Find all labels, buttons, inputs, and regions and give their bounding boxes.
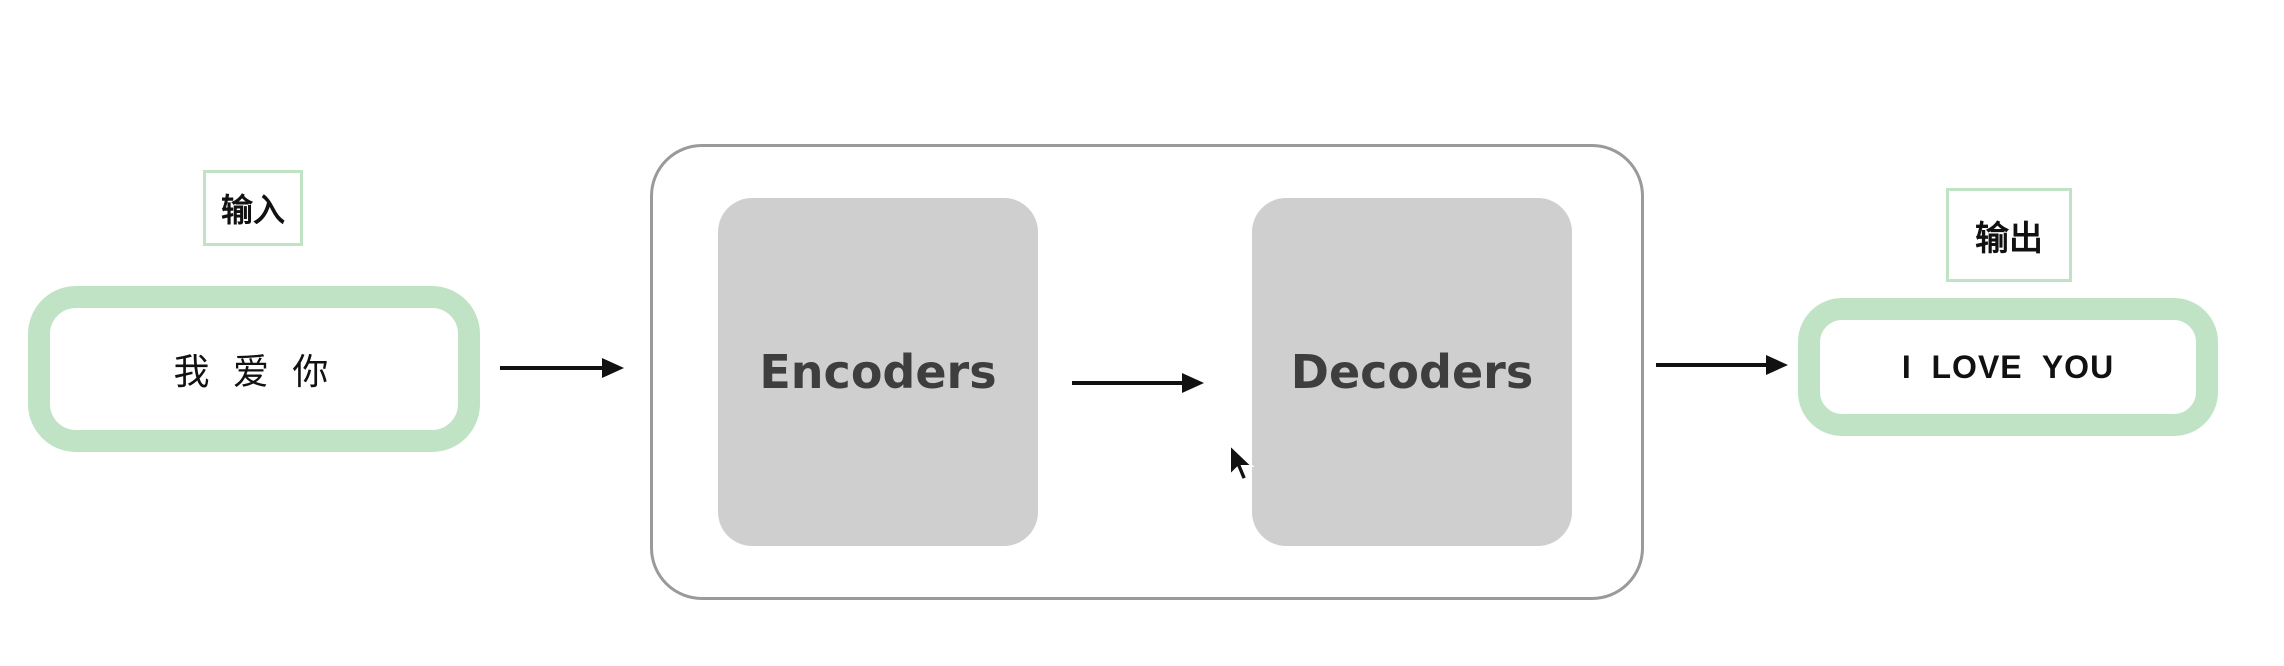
encoders-block: Encoders (718, 198, 1038, 546)
arrow-input-to-model (500, 358, 624, 378)
input-box: 我 爱 你 (28, 286, 480, 452)
output-label: 输出 (1946, 188, 2072, 282)
output-label-text: 输出 (1975, 218, 2043, 259)
arrow-encoder-to-decoder (1072, 373, 1204, 393)
input-label: 输入 (203, 170, 303, 246)
arrow-model-to-output (1656, 355, 1788, 375)
output-box: I LOVE YOU (1798, 298, 2218, 436)
decoders-label: Decoders (1290, 345, 1534, 399)
input-text: 我 爱 你 (173, 352, 335, 393)
decoders-block: Decoders (1252, 198, 1572, 546)
output-text: I LOVE YOU (1901, 348, 2115, 385)
mouse-pointer-icon (1229, 442, 1255, 482)
encoders-label: Encoders (759, 345, 997, 399)
input-label-text: 输入 (220, 191, 285, 229)
